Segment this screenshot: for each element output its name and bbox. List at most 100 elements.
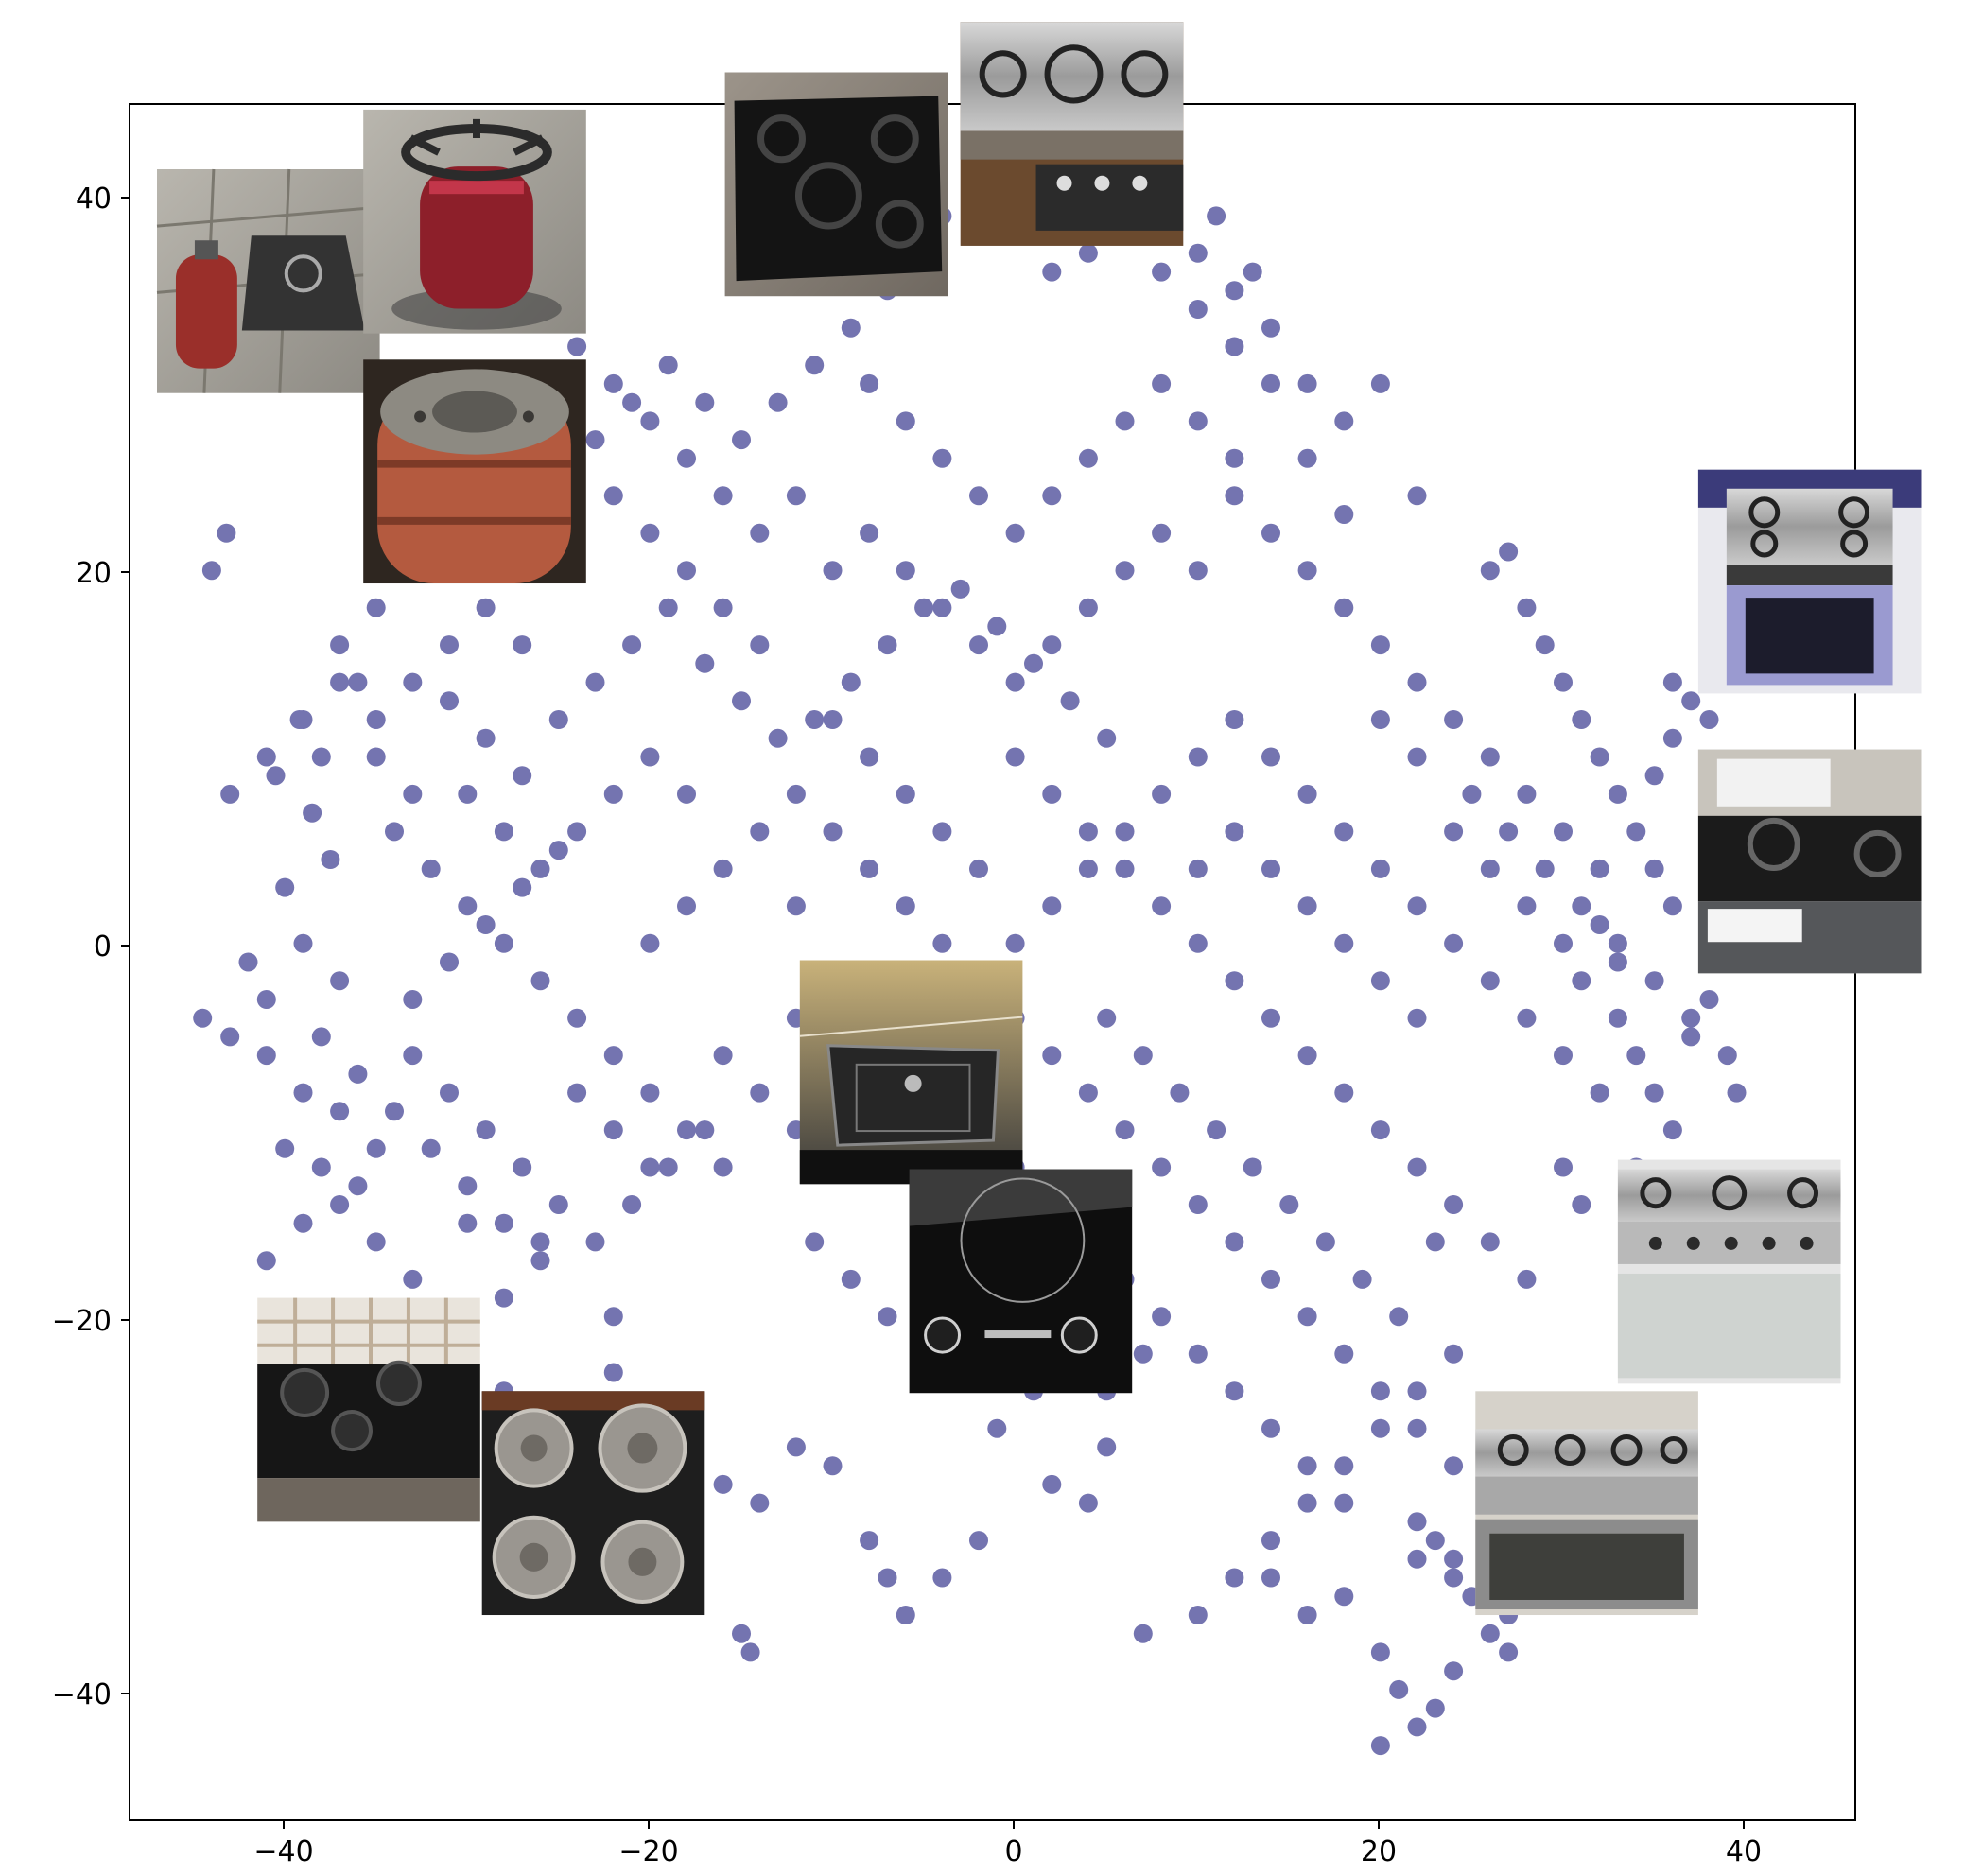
scatter-point [1370, 635, 1390, 655]
scatter-point [1662, 1120, 1682, 1140]
scatter-point [585, 672, 605, 692]
scatter-point [750, 822, 770, 842]
scatter-point [658, 356, 678, 375]
scatter-point [1554, 1157, 1573, 1177]
scatter-point [403, 990, 423, 1009]
scatter-point [311, 1157, 331, 1177]
scatter-point [695, 1120, 715, 1140]
scatter-point [1499, 822, 1519, 842]
scatter-point [677, 896, 696, 916]
y-tick-label: 40 [76, 182, 112, 216]
scatter-point [640, 1157, 660, 1177]
thumbnail-images [156, 22, 1922, 1616]
scatter-point [220, 1027, 240, 1047]
scatter-point [494, 822, 513, 842]
scatter-point [1334, 933, 1354, 953]
x-tick: −40 [253, 1820, 314, 1868]
scatter-point [1717, 1046, 1737, 1066]
scatter-point [530, 1251, 550, 1271]
scatter-point [1334, 1083, 1354, 1103]
thumb-freestanding-cooker [1697, 469, 1922, 694]
scatter-point [1590, 1083, 1609, 1103]
scatter-point [896, 561, 915, 581]
scatter-point [1662, 896, 1682, 916]
scatter-point [1115, 411, 1135, 431]
scatter-point [1480, 1232, 1500, 1252]
scatter-point [969, 1531, 988, 1551]
scatter-point [1188, 1606, 1208, 1624]
scatter-point [932, 598, 952, 617]
scatter-point [860, 747, 879, 767]
scatter-point [1279, 1195, 1299, 1214]
scatter-point [841, 318, 861, 338]
scatter-point [1005, 747, 1025, 767]
scatter-point [1115, 859, 1135, 878]
x-tick-label: −20 [618, 1835, 678, 1868]
scatter-point [513, 766, 532, 786]
scatter-point [1517, 784, 1537, 804]
scatter-point [1188, 300, 1208, 319]
scatter-point [1662, 672, 1682, 692]
scatter-point [1243, 262, 1262, 282]
scatter-point [1407, 1512, 1427, 1532]
scatter-point [1188, 411, 1208, 431]
scatter-point [677, 448, 696, 468]
scatter-point [786, 486, 806, 506]
scatter-point [1005, 933, 1025, 953]
scatter-point [1042, 262, 1062, 282]
scatter-point [256, 1046, 276, 1066]
scatter-point [530, 1232, 550, 1252]
scatter-point [238, 952, 258, 972]
thumb-range-oven [1617, 1159, 1841, 1384]
scatter-point [1297, 1307, 1317, 1327]
scatter-point [841, 672, 861, 692]
scatter-point [330, 672, 350, 692]
scatter-point [1042, 1474, 1062, 1494]
scatter-point [476, 1120, 496, 1140]
scatter-point [987, 617, 1007, 636]
scatter-point [440, 635, 459, 655]
scatter-point [603, 1046, 623, 1066]
scatter-point [256, 990, 276, 1009]
scatter-point [932, 822, 952, 842]
scatter-point [1207, 206, 1226, 226]
scatter-point [548, 1195, 568, 1214]
scatter-point [330, 635, 350, 655]
scatter-point [896, 411, 915, 431]
scatter-point [1225, 281, 1244, 301]
scatter-point [513, 1157, 532, 1177]
scatter-point [1152, 523, 1172, 543]
scatter-point [640, 411, 660, 431]
scatter-point [896, 784, 915, 804]
scatter-point [330, 971, 350, 991]
scatter-point [1243, 1157, 1262, 1177]
scatter-point [1407, 747, 1427, 767]
scatter-point [458, 896, 478, 916]
scatter-point [330, 1195, 350, 1214]
scatter-point [1572, 710, 1591, 729]
scatter-point [740, 1642, 760, 1662]
scatter-points [193, 187, 1747, 1756]
scatter-point [366, 710, 386, 729]
scatter-point [348, 1064, 368, 1084]
scatter-point [1078, 1493, 1098, 1513]
scatter-point [1608, 933, 1627, 953]
scatter-point [1261, 1269, 1280, 1289]
scatter-point [1407, 1717, 1427, 1737]
scatter-point [1225, 1232, 1244, 1252]
scatter-point [786, 784, 806, 804]
scatter-point [1626, 822, 1646, 842]
scatter-point [1370, 1120, 1390, 1140]
scatter-point [1042, 784, 1062, 804]
y-tick-label: 0 [94, 930, 112, 964]
scatter-point [805, 1232, 825, 1252]
scatter-point [987, 1418, 1007, 1438]
scatter-point [1554, 933, 1573, 953]
x-tick: 0 [1004, 1820, 1023, 1868]
scatter-point [1572, 1195, 1591, 1214]
scatter-point [823, 822, 843, 842]
scatter-point [1407, 1157, 1427, 1177]
scatter-point [713, 859, 733, 878]
scatter-point [1407, 1549, 1427, 1569]
scatter-point [458, 1213, 478, 1233]
